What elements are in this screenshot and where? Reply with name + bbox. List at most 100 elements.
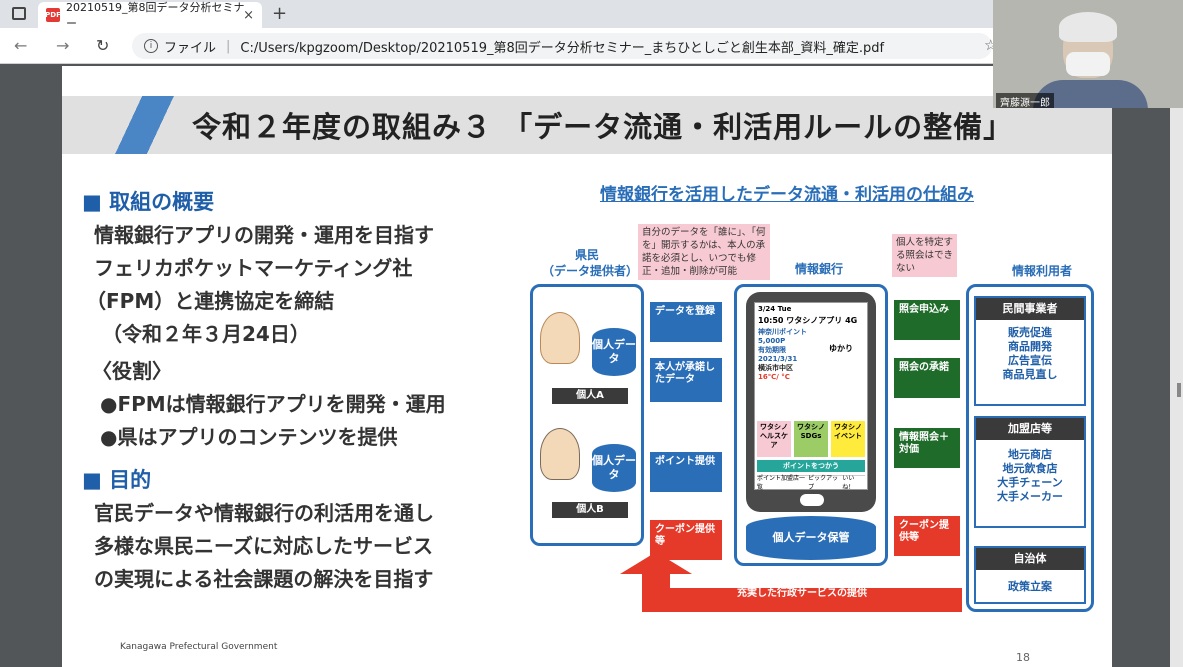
title-band xyxy=(62,96,1112,154)
citizen-label: 県民 xyxy=(574,248,599,262)
participant-name: 齊藤源一郎 xyxy=(996,93,1054,108)
phone-app-title: 10:50 ワタシノアプリ 4G xyxy=(755,315,867,326)
note-line: ない xyxy=(896,263,916,274)
bottom-arrow-head xyxy=(620,552,692,574)
phone-app: ワタシノアプリ xyxy=(786,316,843,325)
left-text-column: ■ 取組の概要 情報銀行アプリの開発・運用を目指す フェリカポケットマーケティン… xyxy=(82,186,512,596)
bank-label: 情報銀行 xyxy=(794,262,843,276)
title-stripe xyxy=(92,96,197,154)
user-item: 販売促進 xyxy=(1008,326,1052,339)
query-consent-arrow: 照会の承諾 xyxy=(894,358,960,398)
user-label: 情報利用者 xyxy=(1011,264,1072,278)
overview-line: （令和２年３月24日） xyxy=(102,322,310,346)
consented-data-arrow: 本人が承諾したデータ xyxy=(650,358,722,402)
tab-title: 20210519_第8回データ分析セミナー xyxy=(66,1,245,30)
user-item: 地元飲食店 xyxy=(1002,462,1058,475)
consent-note: 自分のデータを「誰に」、「何 を」開示するかは、本人の承 諾を必須とし、いつでも… xyxy=(638,224,770,280)
user-item: 大手チェーン xyxy=(997,476,1063,489)
nav-member-stores[interactable]: ポイント加盟店一覧 xyxy=(757,474,806,491)
phone-bottom-nav: ポイント加盟店一覧 ピックアップ いいね！ xyxy=(757,475,865,491)
register-data-arrow: データを登録 xyxy=(650,302,722,342)
personal-data-b-icon: 個人データ xyxy=(592,444,636,492)
address-separator: | xyxy=(226,38,231,54)
phone-home-button xyxy=(800,494,824,506)
person-a-avatar xyxy=(540,312,580,364)
user-item: 商品見直し xyxy=(1002,368,1058,381)
close-tab-icon[interactable]: × xyxy=(243,7,254,23)
nav-like[interactable]: いいね！ xyxy=(842,474,855,491)
points-block: 神奈川ポイント 5,000P 有効期限 2021/3/31 横浜市中区 16℃/… xyxy=(755,326,867,384)
overview-line: 情報銀行アプリの開発・運用を目指す xyxy=(94,223,434,247)
app-screen: 3/24 Tue 10:50 ワタシノアプリ 4G 神奈川ポイント 5,000P… xyxy=(754,302,868,491)
window-menu-icon[interactable] xyxy=(12,7,26,20)
user-item: 商品開発 xyxy=(1008,340,1052,353)
expiry-label: 有効期限 xyxy=(758,346,786,354)
person-b-avatar xyxy=(540,428,580,480)
bottom-arrow-label: 充実した行政サービスの提供 xyxy=(737,588,867,599)
points-label: 神奈川ポイント xyxy=(758,328,807,336)
user-item: 地元商店 xyxy=(1008,448,1052,461)
address-label: ファイル xyxy=(164,40,217,56)
bottom-arrow-band: 充実した行政サービスの提供 xyxy=(642,588,962,612)
purpose-line: 官民データや情報銀行の利活用を通し xyxy=(94,501,434,525)
citizen-sublabel: （データ提供者） xyxy=(542,264,639,278)
person-b-label: 個人B xyxy=(552,502,628,518)
scrollbar[interactable] xyxy=(1170,64,1183,667)
phone-date: 3/24 Tue xyxy=(758,305,792,313)
role-line: ●県はアプリのコンテンツを提供 xyxy=(100,425,398,449)
privacy-note: 個人を特定す る照会はでき ない xyxy=(892,234,958,277)
info-icon[interactable]: i xyxy=(144,39,158,53)
person-mask xyxy=(1066,52,1110,76)
tab-pdf[interactable]: PDF 20210519_第8回データ分析セミナー × xyxy=(38,1,262,30)
role-heading: 〈役割〉 xyxy=(92,359,172,383)
webcam-video[interactable]: 齊藤源一郎 xyxy=(993,0,1183,108)
person-a-label: 個人A xyxy=(552,388,628,404)
member-store-card: 加盟店等 地元商店 地元飲食店 大手チェーン 大手メーカー xyxy=(974,416,1086,528)
point-provision-arrow: ポイント提供 xyxy=(650,452,722,492)
municipality-card: 自治体 政策立案 xyxy=(974,546,1086,604)
tile-event[interactable]: ワタシノイベント xyxy=(831,421,865,457)
points-value: 5,000P xyxy=(758,337,786,345)
slide-page: 令和２年度の取組み３ 「データ流通・利活用ルールの整備」 ■ 取組の概要 情報銀… xyxy=(62,66,1112,667)
overview-line: フェリカポケットマーケティング社 xyxy=(94,256,413,280)
role-line: ●FPMは情報銀行アプリを開発・運用 xyxy=(100,392,446,416)
data-storage-cylinder: 個人データ保管 xyxy=(746,516,876,560)
purpose-line: 多様な県民ニーズに対応したサービス xyxy=(94,534,433,558)
note-line: る照会はでき xyxy=(896,250,954,261)
new-tab-button[interactable]: + xyxy=(272,3,288,24)
address-input[interactable]: i ファイル | C:/Users/kpgzoom/Desktop/202105… xyxy=(132,33,992,59)
private-company-items: 販売促進 商品開発 広告宣伝 商品見直し xyxy=(976,320,1084,382)
info-query-arrow: 情報照会＋対価 xyxy=(894,428,960,468)
note-line: を」開示するかは、本人の承 xyxy=(642,240,766,251)
back-icon[interactable]: ← xyxy=(14,36,28,55)
phone-signal: 4G xyxy=(845,316,858,325)
pdf-icon: PDF xyxy=(45,8,61,22)
note-line: 諾を必須とし、いつでも修 xyxy=(642,253,757,264)
user-name: ゆかり xyxy=(829,344,853,353)
member-store-heading: 加盟店等 xyxy=(976,418,1084,440)
member-store-items: 地元商店 地元飲食店 大手チェーン 大手メーカー xyxy=(976,440,1084,504)
nav-pickup[interactable]: ピックアップ xyxy=(808,474,839,491)
purpose-line: の実現による社会課題の解決を目指す xyxy=(94,567,434,591)
private-company-card: 民間事業者 販売促進 商品開発 広告宣伝 商品見直し xyxy=(974,296,1086,406)
note-line: 個人を特定す xyxy=(896,237,954,248)
diagram-title: 情報銀行を活用したデータ流通・利活用の仕組み xyxy=(600,185,974,205)
personal-data-a-icon: 個人データ xyxy=(592,328,636,376)
footer-text: Kanagawa Prefectural Government xyxy=(120,642,278,652)
address-bar-row: ← → ↻ i ファイル | C:/Users/kpgzoom/Desktop/… xyxy=(0,28,1183,64)
tile-healthcare[interactable]: ワタシノヘルスケア xyxy=(757,421,791,457)
coupon-right-arrow: クーポン提供等 xyxy=(894,516,960,556)
expiry-value: 2021/3/31 xyxy=(758,355,798,363)
note-line: 正・追加・削除が可能 xyxy=(642,266,738,277)
overview-heading: ■ 取組の概要 xyxy=(82,190,215,214)
query-request-arrow: 照会申込み xyxy=(894,300,960,340)
purpose-heading: ■ 目的 xyxy=(82,468,152,492)
overview-line: （FPM）と連携協定を締結 xyxy=(86,289,335,313)
user-item: 大手メーカー xyxy=(997,490,1063,503)
use-points-button[interactable]: ポイントをつかう xyxy=(757,460,865,472)
forward-icon[interactable]: → xyxy=(56,36,70,55)
tile-sdgs[interactable]: ワタシノSDGs xyxy=(794,421,828,457)
person-hair xyxy=(1059,12,1117,42)
scrollbar-thumb[interactable] xyxy=(1177,383,1181,397)
reload-icon[interactable]: ↻ xyxy=(96,36,110,55)
